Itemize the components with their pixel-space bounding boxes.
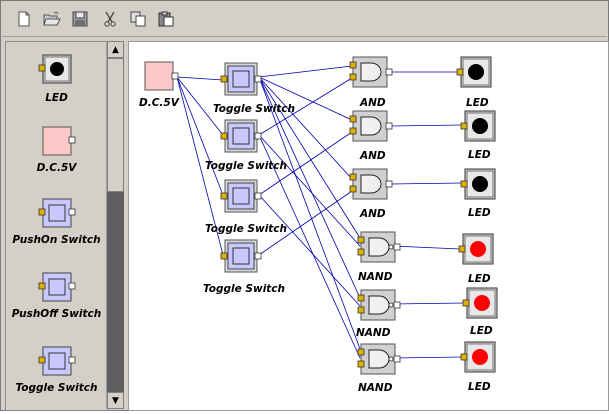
component-palette: LED D.C.5V PushOn Switch (5, 41, 108, 411)
led-4[interactable] (458, 233, 494, 265)
toggle-switch-1[interactable] (220, 62, 262, 96)
save-button[interactable] (70, 10, 90, 28)
and-gate-2[interactable] (349, 110, 393, 142)
led-component-icon (38, 54, 72, 84)
led-label: LED (468, 381, 491, 393)
arrow-up-icon: ▲ (112, 44, 119, 55)
open-button[interactable] (42, 10, 62, 28)
scroll-up-button[interactable]: ▲ (107, 41, 124, 58)
nand-gate-2[interactable] (357, 289, 401, 321)
led-2[interactable] (460, 110, 496, 142)
led-5[interactable] (462, 287, 498, 319)
wires (176, 65, 465, 359)
arrow-down-icon: ▼ (112, 395, 119, 406)
palette-label: D.C.5V (36, 162, 77, 174)
nand-gate-3[interactable] (357, 343, 401, 375)
switch-component-icon (38, 346, 76, 376)
toggle-switch-2[interactable] (220, 119, 262, 153)
palette-label: LED (45, 92, 68, 104)
led-label: LED (468, 149, 491, 161)
toggle-switch-4[interactable] (220, 239, 262, 273)
palette-item-pushoff-switch[interactable]: PushOff Switch (6, 268, 107, 328)
palette-item-led[interactable]: LED (6, 50, 107, 110)
toolbar (2, 2, 607, 37)
and-gate-3[interactable] (349, 168, 393, 200)
switch-component-icon (38, 272, 76, 302)
palette-item-dc[interactable]: D.C.5V (6, 122, 107, 182)
new-document-icon (18, 11, 30, 27)
led-6[interactable] (460, 341, 496, 373)
switch-label: Toggle Switch (203, 283, 285, 295)
scroll-down-button[interactable]: ▼ (107, 392, 124, 409)
gate-label: AND (359, 150, 386, 162)
and-gate-1[interactable] (349, 56, 393, 88)
gate-label: NAND (358, 271, 393, 283)
new-document-button[interactable] (14, 10, 34, 28)
open-folder-icon (43, 11, 61, 26)
led-label: LED (466, 97, 489, 109)
dc-source-component[interactable] (144, 61, 179, 91)
dc-label: D.C.5V (139, 97, 180, 109)
gate-label: AND (359, 97, 386, 109)
copy-icon (130, 11, 146, 27)
save-disk-icon (72, 11, 88, 27)
palette-label: PushOn Switch (12, 234, 101, 246)
paste-clipboard-icon (158, 11, 174, 27)
palette-scrollbar[interactable]: ▲ ▼ (106, 41, 124, 409)
paste-button[interactable] (156, 10, 176, 28)
nand-gate-1[interactable] (357, 231, 401, 263)
led-1[interactable] (456, 56, 492, 88)
switch-label: Toggle Switch (213, 103, 295, 115)
gate-label: NAND (356, 327, 391, 339)
led-label: LED (468, 273, 491, 285)
copy-button[interactable] (128, 10, 148, 28)
led-label: LED (468, 207, 491, 219)
palette-label: PushOff Switch (11, 308, 102, 320)
scissors-icon (104, 11, 116, 27)
switch-label: Toggle Switch (205, 223, 287, 235)
palette-item-toggle-switch[interactable]: Toggle Switch (6, 342, 107, 402)
palette-item-pushon-switch[interactable]: PushOn Switch (6, 194, 107, 254)
toggle-switch-3[interactable] (220, 179, 262, 213)
scroll-thumb[interactable] (107, 58, 124, 192)
gate-label: NAND (358, 382, 393, 394)
gate-label: AND (359, 208, 386, 220)
led-label: LED (470, 325, 493, 337)
led-3[interactable] (460, 168, 496, 200)
palette-label: Toggle Switch (15, 382, 98, 394)
cut-button[interactable] (100, 10, 120, 28)
scroll-track[interactable] (107, 192, 124, 392)
switch-component-icon (38, 198, 76, 228)
switch-label: Toggle Switch (205, 160, 287, 172)
dc-source-icon (42, 126, 76, 156)
